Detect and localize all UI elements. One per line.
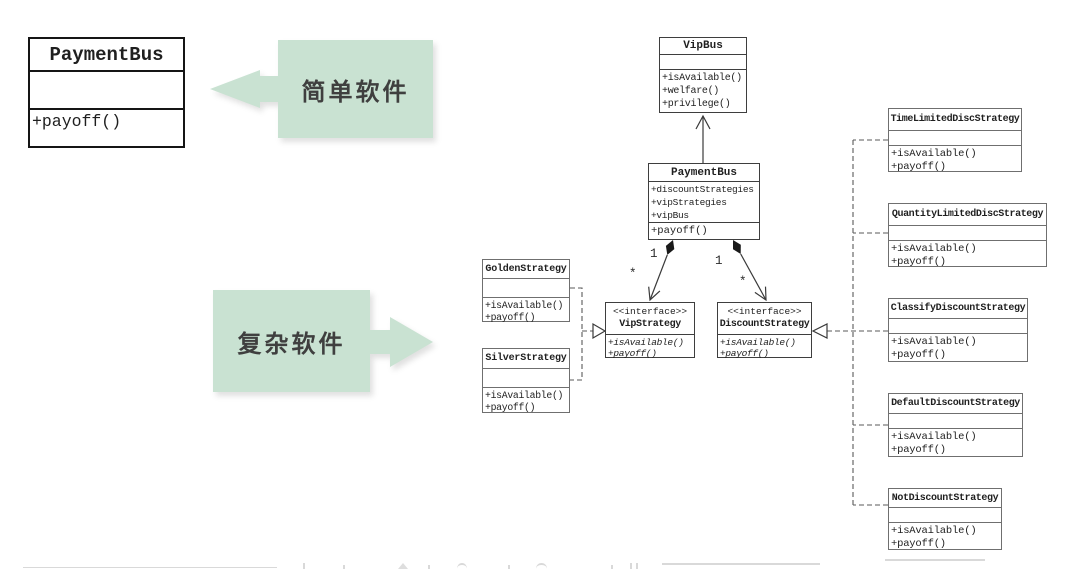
class-vipbus: VipBus +isAvailable() +welfare() +privil… xyxy=(659,37,747,113)
interface-discountstrategy: <<interface>> DiscountStrategy +isAvaila… xyxy=(717,302,812,359)
class-classifydiscountstrategy: ClassifyDiscountStrategy +isAvailable() … xyxy=(888,298,1028,362)
class-attributes-empty xyxy=(889,319,1027,334)
method-line: +welfare() xyxy=(662,86,720,97)
interface-vipstrategy: <<interface>> VipStrategy +isAvailable()… xyxy=(605,302,695,359)
class-attributes-empty xyxy=(889,131,1021,146)
class-goldenstrategy: GoldenStrategy +isAvailable() +payoff() xyxy=(482,259,570,323)
method-line: +isAvailable() xyxy=(720,337,796,348)
cropped-caption-artifact xyxy=(636,563,638,569)
class-paymentbus: PaymentBus +discountStrategies +vipStrat… xyxy=(648,163,760,240)
cropped-caption-artifact xyxy=(662,563,820,565)
class-title: VipStrategy xyxy=(619,319,681,330)
class-attributes-empty xyxy=(889,414,1022,429)
method-line: +isAvailable() xyxy=(891,148,977,160)
multiplicity-label: * xyxy=(629,267,637,281)
class-title: SilverStrategy xyxy=(483,349,569,369)
realization-link-vipstrategy xyxy=(570,287,607,381)
class-title: VipBus xyxy=(660,38,746,55)
class-attributes-empty xyxy=(660,55,746,70)
method-line: +isAvailable() xyxy=(485,390,564,401)
banner-label: 复杂软件 xyxy=(237,330,346,358)
open-arrowhead-icon xyxy=(695,114,711,130)
method-line: +payoff() xyxy=(32,112,122,131)
method-line: +payoff() xyxy=(891,443,946,456)
right-arrow-shape: 复杂软件 xyxy=(213,290,433,392)
class-attributes-empty xyxy=(889,226,1046,241)
method-line: +isAvailable() xyxy=(891,525,977,537)
method-line: +payoff() xyxy=(891,537,946,550)
cropped-caption-artifact xyxy=(885,559,985,561)
class-title: PaymentBus xyxy=(649,164,759,182)
cropped-caption-artifact xyxy=(536,563,547,570)
multiplicity-label: 1 xyxy=(715,254,723,268)
class-notdiscountstrategy: NotDiscountStrategy +isAvailable() +payo… xyxy=(888,488,1002,550)
composition-link-vipstrategy xyxy=(648,240,675,302)
class-title: DiscountStrategy xyxy=(719,319,810,330)
cropped-caption-artifact xyxy=(428,565,430,569)
method-line: +payoff() xyxy=(891,255,946,268)
complex-software-banner: 复杂软件 xyxy=(213,290,433,392)
class-silverstrategy: SilverStrategy +isAvailable() +payoff() xyxy=(482,348,570,413)
cropped-caption-artifact xyxy=(303,563,305,569)
realization-link-discountstrategy xyxy=(811,139,888,506)
cropped-caption-artifact xyxy=(457,563,467,570)
class-paymentbus-simple: PaymentBus +payoff() xyxy=(28,37,185,148)
cropped-caption-artifact xyxy=(508,565,510,569)
attribute-line: +vipBus xyxy=(651,210,689,221)
method-line: +isAvailable() xyxy=(662,73,742,84)
cropped-caption-artifact xyxy=(398,563,408,569)
class-attributes-empty xyxy=(483,369,569,388)
class-attributes-empty xyxy=(889,508,1001,523)
class-title: DefaultDiscountStrategy xyxy=(889,394,1022,414)
realization-triangle-icon xyxy=(811,323,828,339)
composition-diamond-icon xyxy=(733,240,741,254)
method-line: +isAvailable() xyxy=(891,431,977,443)
stereotype-label: <<interface>> xyxy=(727,306,802,317)
cropped-caption-artifact xyxy=(630,563,632,569)
method-line: +isAvailable() xyxy=(891,243,977,255)
method-line: +isAvailable() xyxy=(485,300,564,311)
stereotype-label: <<interface>> xyxy=(612,306,688,317)
left-arrow-shape: 简单软件 xyxy=(210,40,433,138)
method-line: +payoff() xyxy=(720,348,769,359)
class-attributes: +discountStrategies +vipStrategies +vipB… xyxy=(649,182,759,223)
class-attributes-empty xyxy=(30,72,183,110)
class-attributes-empty xyxy=(483,279,569,298)
composition-link-discountstrategy xyxy=(733,240,767,302)
class-title: GoldenStrategy xyxy=(483,260,569,279)
multiplicity-label: 1 xyxy=(650,247,658,261)
method-line: +payoff() xyxy=(608,348,657,359)
cropped-caption-artifact xyxy=(343,565,345,569)
class-title: PaymentBus xyxy=(30,39,183,72)
attribute-line: +discountStrategies xyxy=(651,184,754,195)
class-title: ClassifyDiscountStrategy xyxy=(889,299,1027,319)
association-arrow-paymentbus-vipbus xyxy=(695,114,711,163)
class-timelimiteddiscstrategy: TimeLimitedDiscStrategy +isAvailable() +… xyxy=(888,108,1022,173)
cropped-caption-artifact xyxy=(611,565,613,569)
class-title: QuantityLimitedDiscStrategy xyxy=(889,204,1046,226)
attribute-line: +vipStrategies xyxy=(651,197,727,208)
method-line: +payoff() xyxy=(485,402,536,413)
open-arrowhead-icon xyxy=(648,286,661,302)
multiplicity-label: * xyxy=(739,275,747,289)
method-line: +isAvailable() xyxy=(608,337,684,348)
method-line: +payoff() xyxy=(891,348,946,361)
method-line: +isAvailable() xyxy=(891,336,977,348)
realization-triangle-icon xyxy=(592,322,607,340)
method-line: +payoff() xyxy=(485,312,536,323)
method-line: +payoff() xyxy=(891,160,946,173)
banner-label: 简单软件 xyxy=(301,78,410,106)
class-title: TimeLimitedDiscStrategy xyxy=(889,109,1021,131)
simple-software-banner: 简单软件 xyxy=(210,40,433,138)
class-quantitylimiteddiscstrategy: QuantityLimitedDiscStrategy +isAvailable… xyxy=(888,203,1047,268)
open-arrowhead-icon xyxy=(754,286,767,302)
composition-diamond-icon xyxy=(665,240,675,255)
method-line: +privilege() xyxy=(662,99,731,110)
class-title: NotDiscountStrategy xyxy=(889,489,1001,508)
method-line: +payoff() xyxy=(651,225,708,237)
cropped-caption-artifact xyxy=(23,567,277,568)
class-defaultdiscountstrategy: DefaultDiscountStrategy +isAvailable() +… xyxy=(888,393,1023,457)
